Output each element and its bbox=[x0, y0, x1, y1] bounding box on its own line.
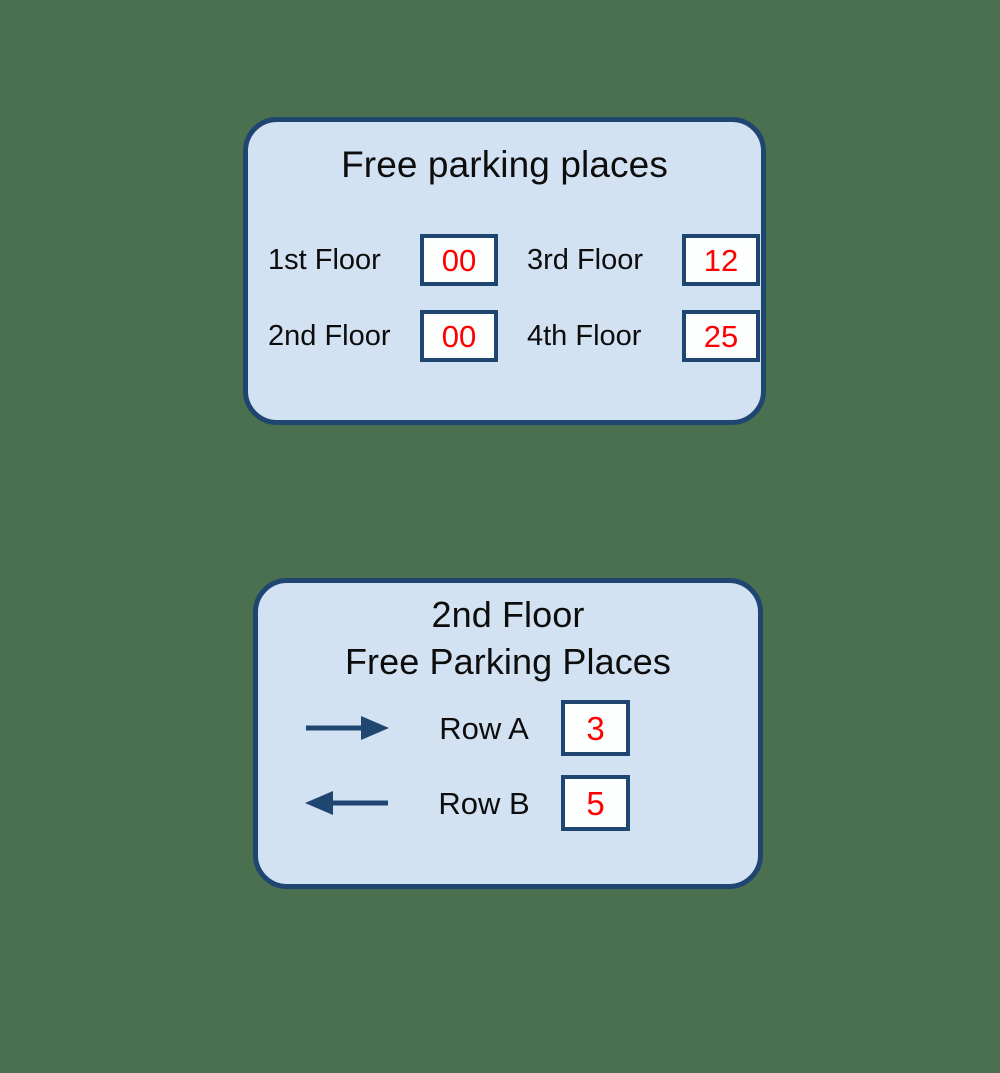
arrow-left-icon bbox=[305, 791, 388, 815]
rows-panel-title-line1: 2nd Floor bbox=[431, 594, 585, 635]
second-floor-rows-panel: 2nd Floor Free Parking Places Row A 3 Ro… bbox=[253, 578, 763, 889]
rows-panel-title-line2: Free Parking Places bbox=[344, 641, 672, 682]
floor-label-1st: 1st Floor bbox=[268, 243, 381, 276]
floor-row-1st: 1st Floor 00 bbox=[268, 234, 498, 286]
floor-label-3rd: 3rd Floor bbox=[527, 243, 644, 276]
floor-row-2nd: 2nd Floor 00 bbox=[268, 310, 498, 362]
floor-value-4th: 25 bbox=[703, 318, 739, 354]
floor-value-box-1st: 00 bbox=[420, 234, 498, 286]
floor-value-box-4th: 25 bbox=[682, 310, 760, 362]
row-value-a: 3 bbox=[586, 709, 605, 747]
parking-row-a: Row A 3 bbox=[305, 700, 630, 756]
row-label-b: Row B bbox=[438, 785, 530, 821]
row-value-box-a: 3 bbox=[561, 700, 630, 756]
floor-row-4th: 4th Floor 25 bbox=[527, 310, 760, 362]
floor-label-2nd: 2nd Floor bbox=[268, 319, 391, 352]
floor-value-2nd: 00 bbox=[441, 318, 477, 354]
row-value-b: 5 bbox=[586, 784, 605, 822]
rows-panel-title: 2nd Floor Free Parking Places bbox=[258, 591, 758, 685]
free-parking-places-panel: Free parking places 1st Floor 00 2nd Flo… bbox=[243, 117, 766, 425]
row-value-box-b: 5 bbox=[561, 775, 630, 831]
parking-row-b: Row B 5 bbox=[305, 775, 630, 831]
arrow-right-icon bbox=[306, 716, 389, 740]
floor-value-3rd: 12 bbox=[703, 242, 739, 278]
floor-label-4th: 4th Floor bbox=[527, 319, 642, 352]
floor-value-box-2nd: 00 bbox=[420, 310, 498, 362]
floor-row-3rd: 3rd Floor 12 bbox=[527, 234, 760, 286]
floor-value-1st: 00 bbox=[441, 242, 477, 278]
floors-panel-title: Free parking places bbox=[341, 144, 668, 185]
floor-value-box-3rd: 12 bbox=[682, 234, 760, 286]
row-label-a: Row A bbox=[439, 710, 529, 746]
